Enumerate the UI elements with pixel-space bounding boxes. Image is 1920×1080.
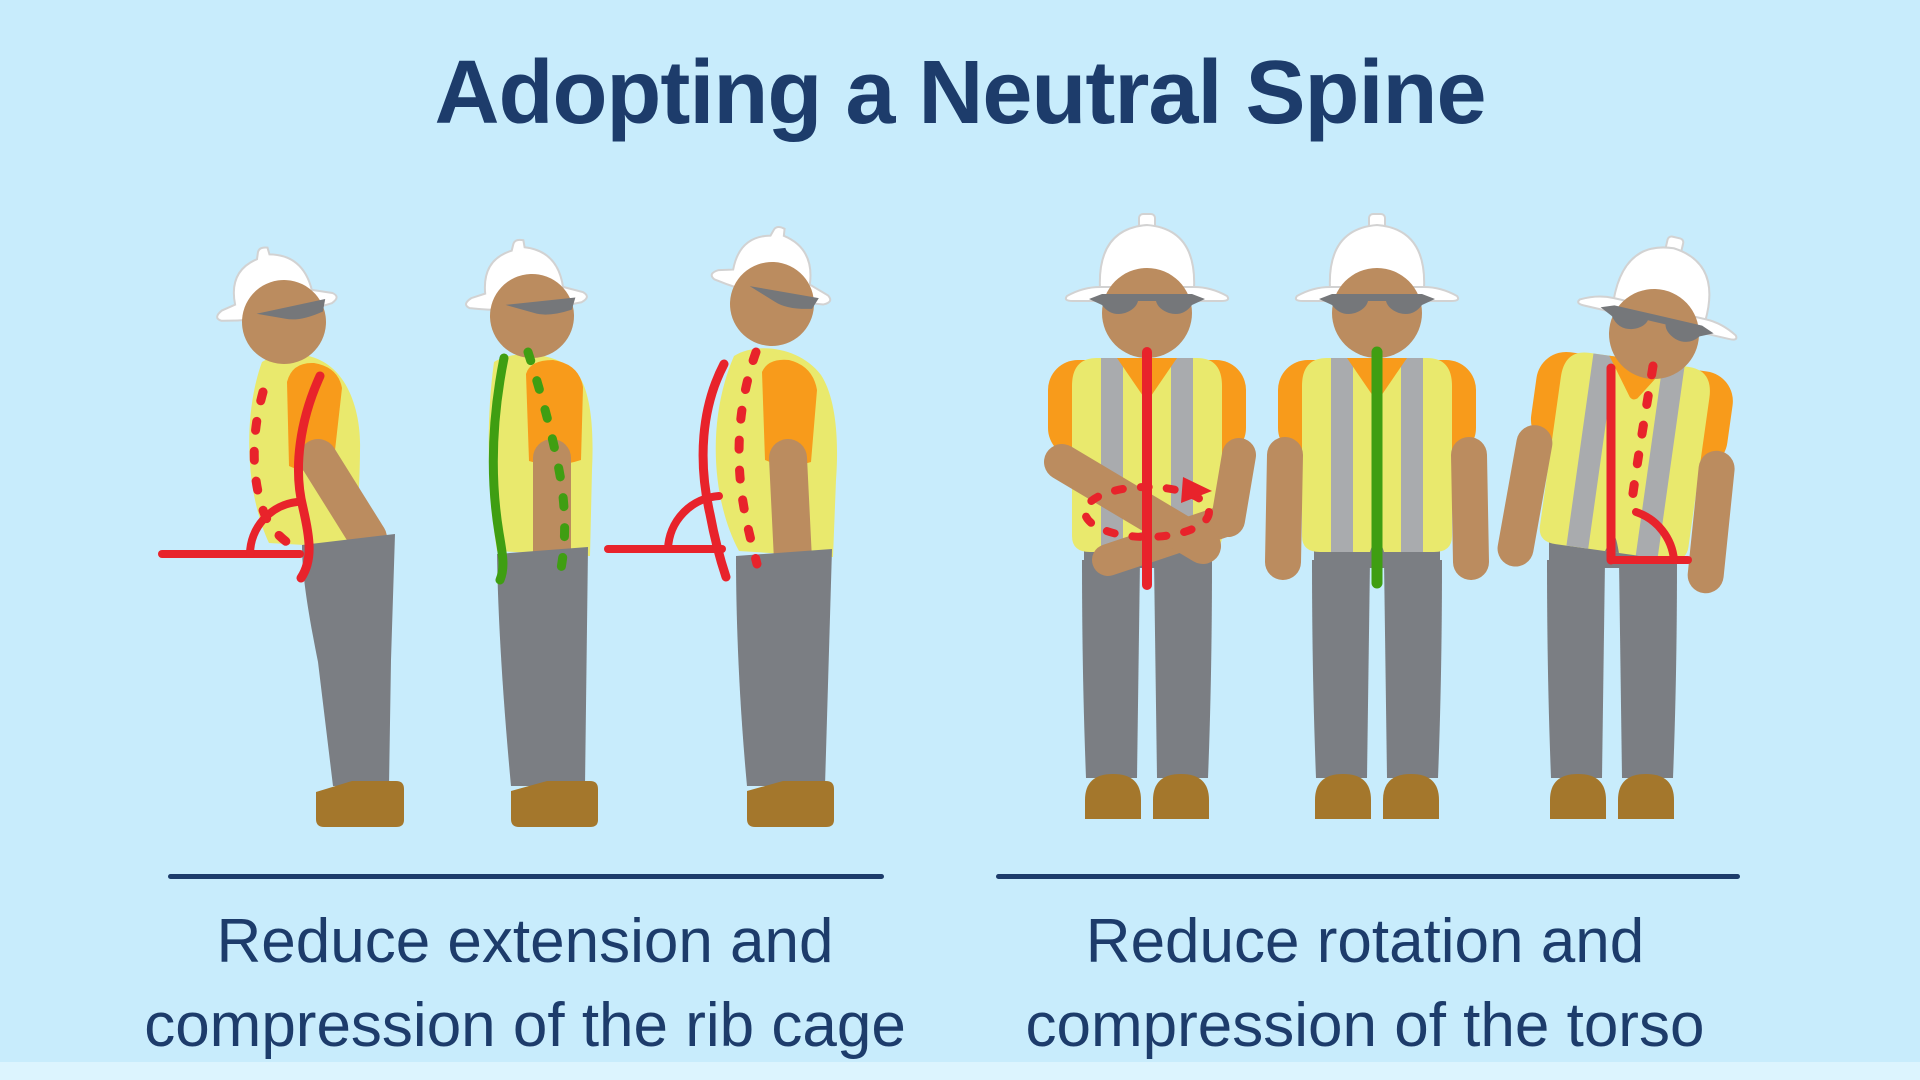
pants-leg (736, 549, 832, 786)
shirt-sleeve (762, 359, 817, 466)
worker-front-rotated-torso-icon (1044, 213, 1256, 819)
spine-line-front-dashed (523, 347, 570, 579)
worker-front-side-bent-icon (1497, 218, 1757, 819)
caption-line: Reduce rotation and (1085, 907, 1645, 976)
spine-line-bad (294, 371, 325, 583)
rotation-arrowhead-icon (1181, 477, 1212, 503)
boot-icon (316, 781, 404, 827)
bottom-strip (0, 1062, 1920, 1080)
arm (1451, 437, 1489, 580)
worker-front-neutral-torso-icon (1265, 213, 1489, 819)
angle-arc (1632, 508, 1678, 564)
spine-line-good (488, 353, 509, 585)
worker-side-rounded-back-icon (604, 212, 846, 827)
spine-line-tilted-dashed (1626, 361, 1658, 513)
arm (1265, 437, 1303, 580)
caption-line: compression of the rib cage (144, 991, 906, 1060)
arm (299, 439, 387, 557)
arm (1687, 450, 1735, 594)
boot-icon (747, 781, 834, 827)
arm (1497, 425, 1553, 567)
caption-divider-right (996, 874, 1740, 879)
spine-line-reference-dashed (734, 347, 762, 569)
page-title: Adopting a Neutral Spine (434, 43, 1486, 143)
worker-side-arched-back-icon (158, 237, 404, 827)
worker-side-neutral-spine-icon (462, 236, 598, 827)
caption-line: compression of the torso (1025, 991, 1705, 1060)
pants-leg (497, 547, 588, 786)
pants-leg (302, 534, 395, 786)
forearm-crossed (1044, 444, 1221, 564)
caption-line: Reduce extension and (216, 907, 834, 976)
boot-icon (511, 781, 598, 827)
arm (769, 439, 812, 579)
spine-line-reference-dashed (249, 387, 303, 554)
rotation-ellipse-dashed (1081, 483, 1213, 541)
caption-torso: Reduce rotation and compression of the t… (965, 900, 1765, 1068)
caption-rib-cage: Reduce extension and compression of the … (125, 900, 925, 1068)
spine-line-bad (698, 359, 731, 582)
caption-divider-left (168, 874, 884, 879)
